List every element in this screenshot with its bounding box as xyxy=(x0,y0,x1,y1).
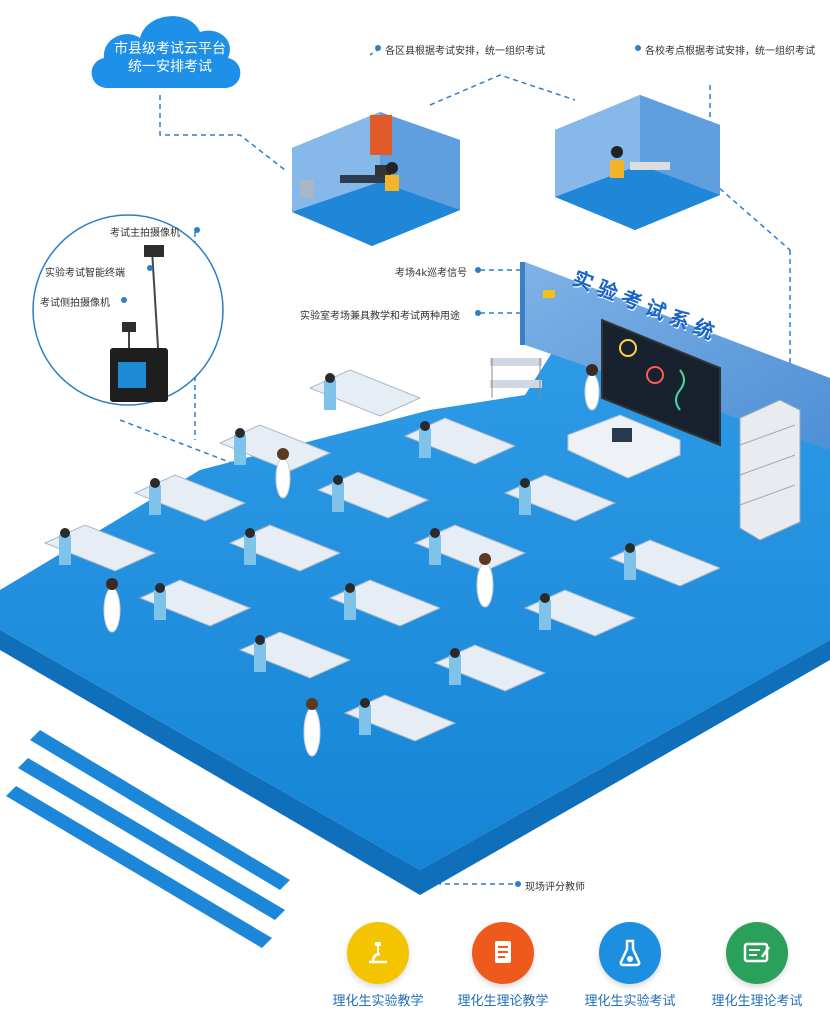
teacher-podium xyxy=(567,364,681,479)
main-camera-label: 考试主拍摄像机 xyxy=(110,228,180,239)
certificate-icon xyxy=(726,922,788,984)
floor-steps xyxy=(6,730,290,948)
signal-label: 考场4k巡考信号 xyxy=(395,268,468,279)
label-dots xyxy=(121,45,641,887)
cloud-line-1: 市县级考试云平台 xyxy=(114,41,226,57)
district-room-label: 各区县根据考试安排，统一组织考试 xyxy=(385,46,545,57)
device-zoom-circle xyxy=(32,214,224,406)
feature-experiment-exam: 理化生实验考试 xyxy=(570,922,690,1009)
student-desks xyxy=(43,369,722,742)
microscope-icon xyxy=(347,922,409,984)
cart xyxy=(490,358,542,398)
district-exam-room xyxy=(292,112,460,246)
feature-label: 理化生理论考试 xyxy=(711,994,803,1009)
feature-experiment-teaching: 理化生实验教学 xyxy=(318,922,438,1009)
school-exam-room xyxy=(555,95,720,230)
connection-lines xyxy=(119,47,791,885)
blackboard xyxy=(601,318,721,447)
teacher-label: 现场评分教师 xyxy=(525,882,585,893)
terminal-label: 实验考试智能终端 xyxy=(45,268,125,279)
dual-use-label: 实验室考场兼具教学和考试两种用途 xyxy=(300,311,460,322)
flask-icon xyxy=(599,922,661,984)
feature-label: 理化生实验教学 xyxy=(332,994,424,1009)
school-room-label: 各校考点根据考试安排，统一组织考试 xyxy=(645,46,815,57)
cabinet xyxy=(739,399,801,541)
cloud-title: 市县级考试云平台 统一安排考试 xyxy=(100,40,240,76)
cloud-platform xyxy=(91,16,241,89)
lab-teachers xyxy=(103,448,494,757)
feature-theory-exam: 理化生理论考试 xyxy=(697,922,817,1009)
side-camera-label: 考试侧拍摄像机 xyxy=(40,298,110,309)
document-icon xyxy=(472,922,534,984)
cloud-line-2: 统一安排考试 xyxy=(128,59,212,75)
feature-theory-teaching: 理化生理论教学 xyxy=(443,922,563,1009)
feature-label: 理化生理论教学 xyxy=(457,994,549,1009)
signal-box xyxy=(543,290,555,298)
feature-label: 理化生实验考试 xyxy=(584,994,676,1009)
